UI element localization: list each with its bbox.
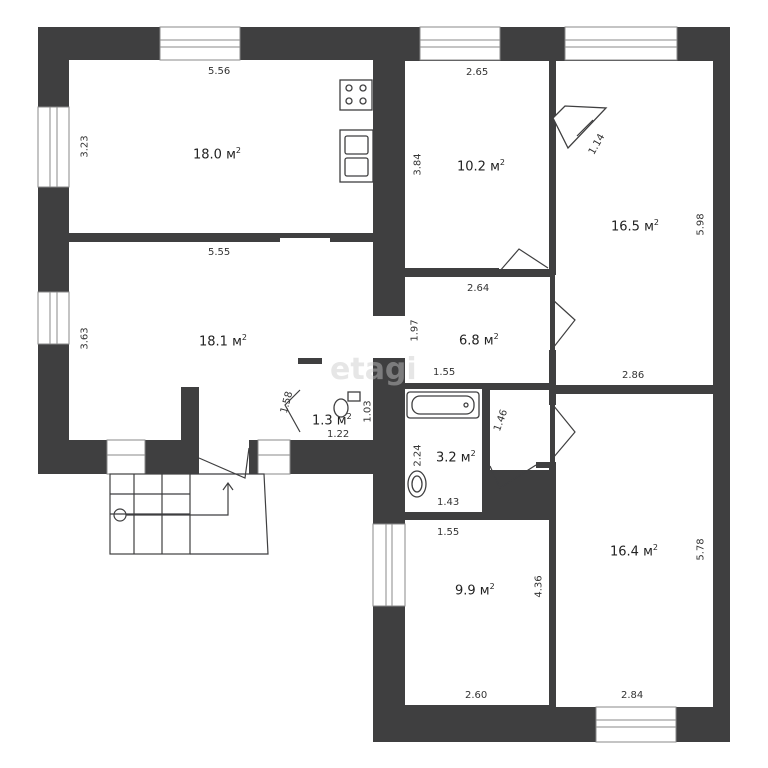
window-living-bottom-a — [106, 439, 146, 475]
room-10-interior — [405, 61, 549, 269]
door-room164[interactable] — [552, 404, 576, 459]
dim-bath-top: 1.55 — [433, 367, 456, 378]
partition-kitchen-hall — [373, 60, 405, 316]
window-kitchen-left — [37, 106, 70, 188]
dim-room165-width: 2.86 — [622, 370, 645, 381]
dim-room10-height: 3.84 — [412, 153, 424, 176]
dim-living-width: 5.55 — [208, 247, 231, 258]
kitchen-sink-icon — [339, 129, 374, 183]
room-16-4-interior — [555, 394, 713, 707]
dim-room164-width: 2.84 — [621, 690, 644, 701]
closet-icon — [552, 105, 608, 150]
toilet-icon — [333, 391, 361, 418]
dim-room164-height: 5.78 — [695, 538, 707, 561]
dim-bath-bottom: 1.43 — [437, 497, 460, 508]
door-wc[interactable] — [284, 389, 301, 433]
room-area-kitchen: 18.0 м2 — [193, 146, 241, 163]
bath-corridor — [490, 390, 550, 470]
partition-corridor-bottom — [536, 462, 556, 468]
dim-room99-width: 2.60 — [465, 690, 488, 701]
dim-room99-height: 4.36 — [533, 575, 545, 598]
window-room99-left — [372, 523, 406, 607]
dim-kitchen-height: 3.23 — [79, 135, 91, 158]
partition-bath-right — [482, 383, 490, 518]
room-area-room99: 9.9 м2 — [455, 582, 495, 599]
partition-kitchen-living-a — [69, 234, 280, 242]
dim-room10-width: 2.65 — [466, 67, 489, 78]
dim-bath-side: 2.24 — [412, 444, 424, 467]
partition-kitchen-living-b — [330, 234, 373, 242]
dim-hall-height: 1.97 — [409, 319, 421, 342]
room-area-room165: 16.5 м2 — [611, 218, 659, 235]
room-area-living: 18.1 м2 — [199, 333, 247, 350]
window-living-bottom-b — [257, 439, 291, 475]
window-living-left — [37, 291, 70, 345]
room-area-wc: 1.3 м2 — [312, 412, 352, 429]
partition-wc-right — [373, 358, 405, 438]
room-9-9-interior — [405, 520, 550, 705]
window-room10-top — [419, 26, 501, 61]
partition-hall-room165-lower — [549, 350, 556, 405]
room-area-room164: 16.4 м2 — [610, 543, 658, 560]
dim-wc-width: 1.22 — [327, 429, 350, 440]
door-entrance[interactable] — [198, 447, 250, 479]
partition-wc-left — [298, 358, 322, 364]
partition-room99-room164 — [549, 468, 556, 708]
stub-living — [181, 387, 199, 440]
partition-bath-bottom — [373, 512, 490, 520]
window-room164-bottom — [595, 706, 677, 743]
room-area-room10: 10.2 м2 — [457, 158, 505, 175]
stove-icon — [339, 79, 373, 111]
kitchen-interior — [69, 60, 373, 233]
door-room10[interactable] — [498, 248, 549, 273]
partition-room10-hall — [405, 268, 499, 276]
room-area-hall: 6.8 м2 — [459, 332, 499, 349]
dim-hall-width: 2.64 — [467, 283, 490, 294]
bathtub-icon — [406, 391, 480, 419]
dim-wc-height: 1.03 — [362, 400, 374, 423]
partition-room10-room165 — [549, 60, 556, 275]
dim-room165-height: 5.98 — [695, 213, 707, 236]
watermark: etagi — [330, 352, 417, 387]
partition-hall-bath — [373, 383, 487, 389]
dim-kitchen-width: 5.56 — [208, 66, 231, 77]
dim-room99-top: 1.55 — [437, 527, 460, 538]
washbasin-icon — [407, 470, 427, 498]
room-area-bath: 3.2 м2 — [436, 449, 476, 466]
door-room99[interactable] — [489, 464, 537, 489]
partition-room165-room164 — [555, 385, 713, 393]
door-room165[interactable] — [552, 299, 576, 349]
window-kitchen-top — [159, 26, 241, 61]
entrance-stairs — [109, 473, 269, 555]
dim-living-height: 3.63 — [79, 327, 91, 350]
window-room165-top — [564, 26, 678, 61]
